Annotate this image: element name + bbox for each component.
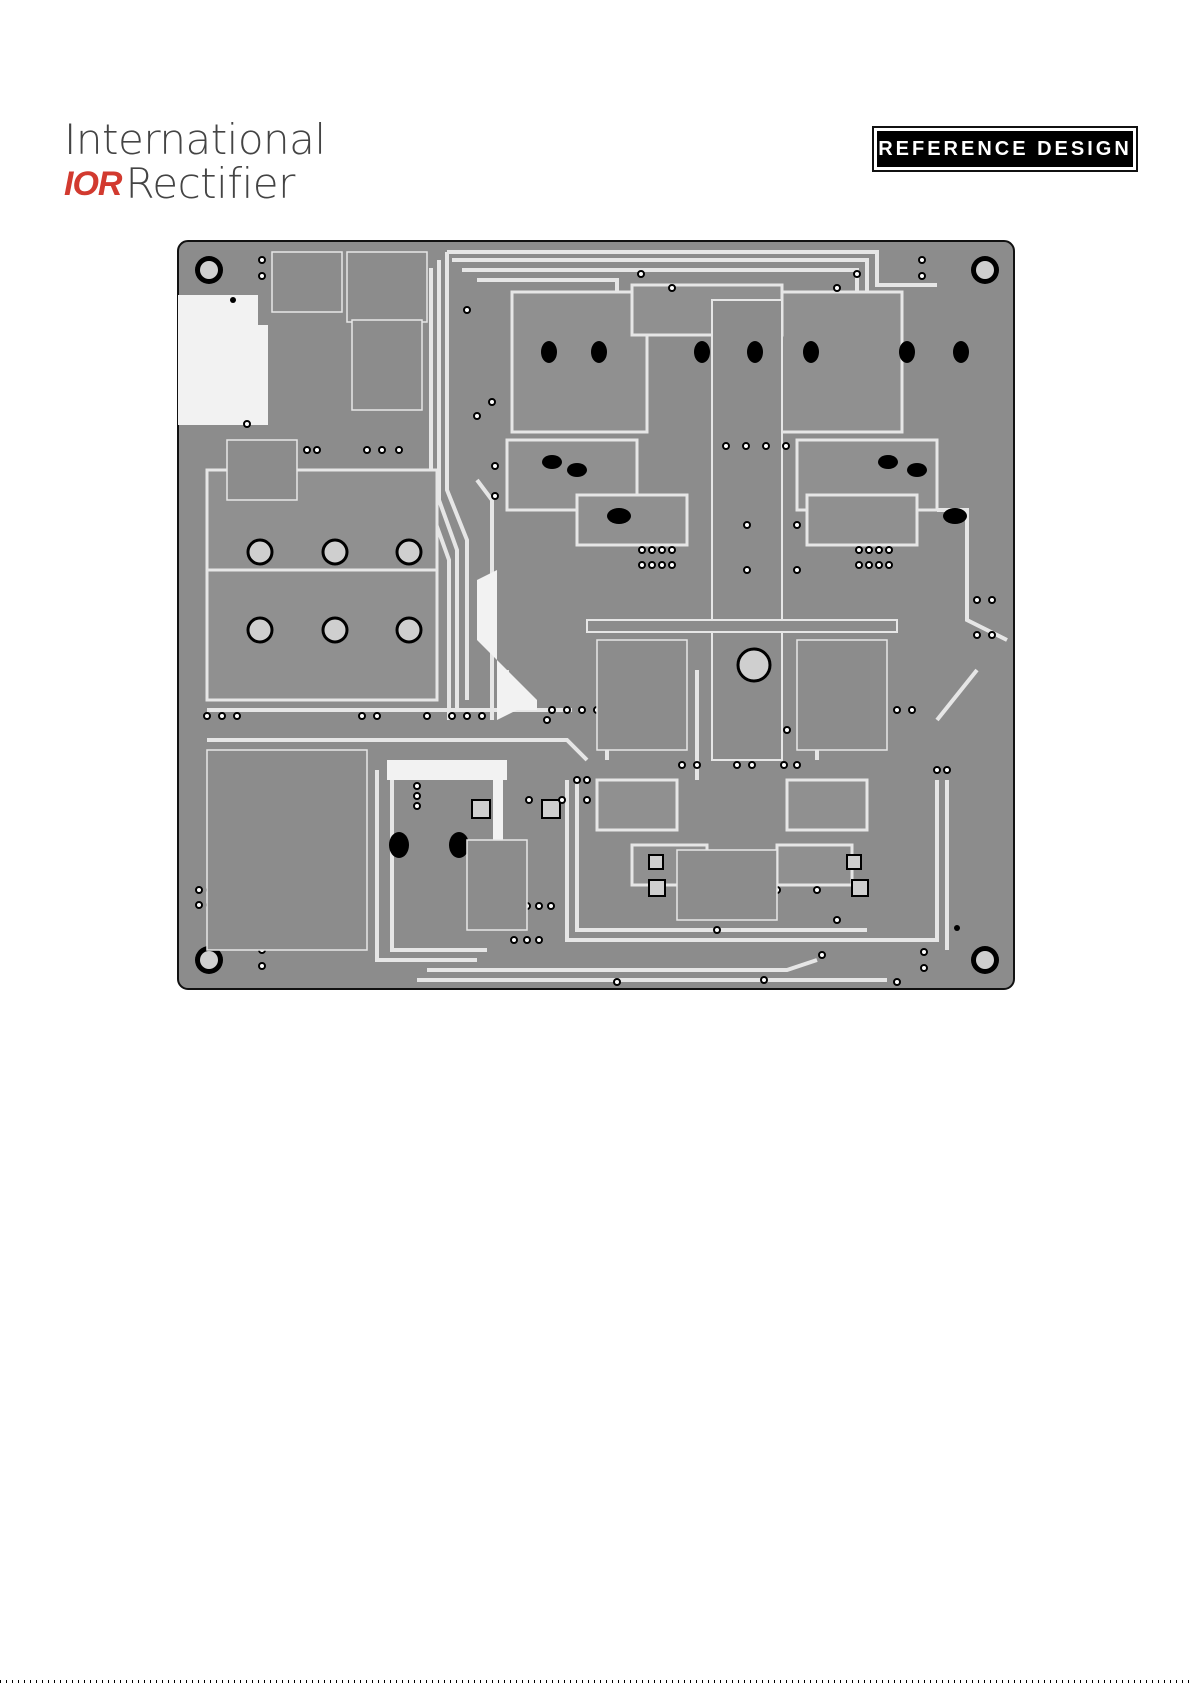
reference-design-label: REFERENCE DESIGN — [877, 131, 1133, 167]
fiducial-top-left — [230, 297, 236, 303]
logo-ior-mark: IOR — [64, 162, 121, 206]
reference-design-badge: REFERENCE DESIGN — [872, 126, 1138, 172]
pcb-layout-figure — [177, 240, 1015, 990]
pcb-center-trunk — [712, 300, 782, 760]
fiducial-bottom-right — [954, 925, 960, 931]
page-bottom-tick-marks — [0, 1680, 1192, 1683]
company-logo: International IOR Rectifier — [64, 118, 294, 206]
logo-line-international: International — [64, 118, 294, 162]
logo-line-rectifier: Rectifier — [125, 162, 294, 206]
logo-row: IOR Rectifier — [64, 162, 294, 206]
pcb-center-bar — [587, 620, 897, 632]
